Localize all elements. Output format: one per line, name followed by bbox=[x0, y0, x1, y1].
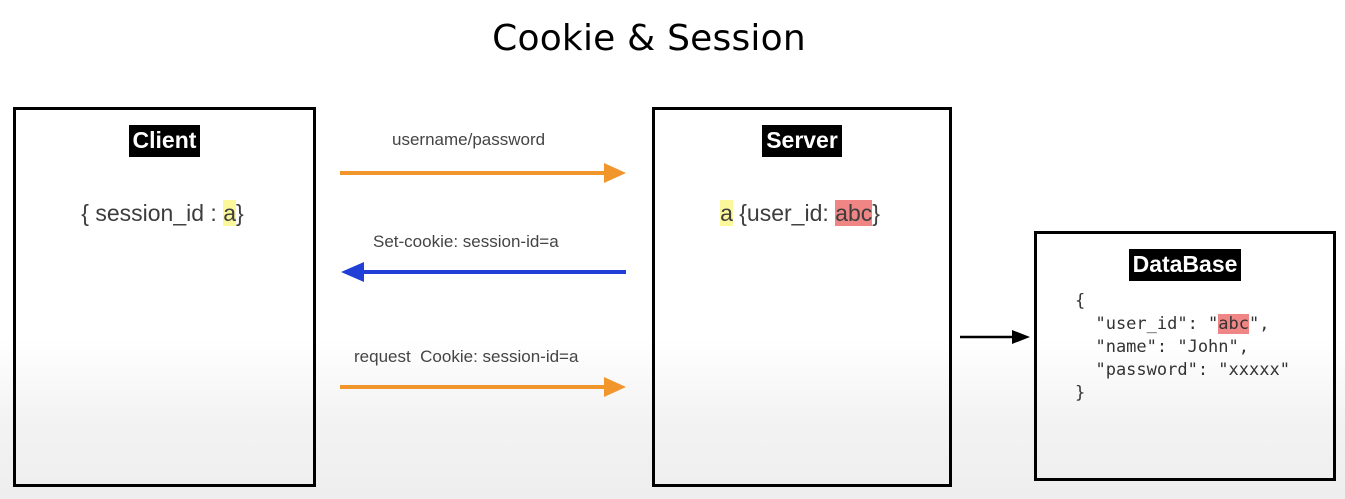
server-header: Server bbox=[655, 125, 949, 158]
set-cookie-arrow-label: Set-cookie: session-id=a bbox=[373, 232, 559, 251]
client-header-label: Client bbox=[128, 125, 201, 158]
server-session-suffix: } bbox=[872, 200, 880, 226]
set-cookie-arrow bbox=[341, 262, 626, 282]
client-session-prefix: { session_id : bbox=[81, 200, 224, 226]
login-arrow-label: username/password bbox=[392, 130, 546, 149]
database-header-label: DataBase bbox=[1128, 249, 1242, 282]
database-arrow bbox=[960, 330, 1030, 344]
server-header-label: Server bbox=[762, 125, 842, 158]
login-arrow bbox=[340, 163, 626, 183]
database-line-name: "name": "John", bbox=[1075, 337, 1249, 357]
database-box: DataBase { "user_id": "abc", "name": "Jo… bbox=[1034, 231, 1336, 481]
server-session-key: a bbox=[720, 200, 733, 226]
database-line-user: "user_id": "abc", bbox=[1075, 313, 1290, 336]
database-user-suffix: ", bbox=[1249, 314, 1270, 334]
request-arrow-label: request Cookie: session-id=a bbox=[354, 347, 579, 366]
database-line-close: } bbox=[1075, 383, 1086, 403]
client-box: Client { session_id : a} bbox=[13, 107, 316, 487]
client-session-value: a bbox=[223, 200, 237, 226]
client-session-suffix: } bbox=[236, 200, 244, 226]
database-line-open: { bbox=[1075, 291, 1086, 311]
server-session-middle: {user_id: bbox=[732, 200, 836, 226]
request-arrow bbox=[340, 377, 626, 397]
server-user-id: abc bbox=[835, 200, 873, 226]
database-record: { "user_id": "abc", "name": "John", "pas… bbox=[1075, 290, 1290, 405]
database-line-password: "password": "xxxxx" bbox=[1075, 360, 1290, 380]
client-session-store: { session_id : a} bbox=[12, 200, 313, 227]
client-header: Client bbox=[16, 125, 313, 158]
database-header: DataBase bbox=[1037, 249, 1333, 282]
server-session-store: a {user_id: abc} bbox=[651, 200, 949, 227]
diagram-title: Cookie & Session bbox=[492, 18, 806, 59]
database-user-id: abc bbox=[1218, 314, 1250, 334]
server-box: Server a {user_id: abc} bbox=[652, 107, 952, 487]
database-user-prefix: "user_id": " bbox=[1075, 314, 1219, 334]
